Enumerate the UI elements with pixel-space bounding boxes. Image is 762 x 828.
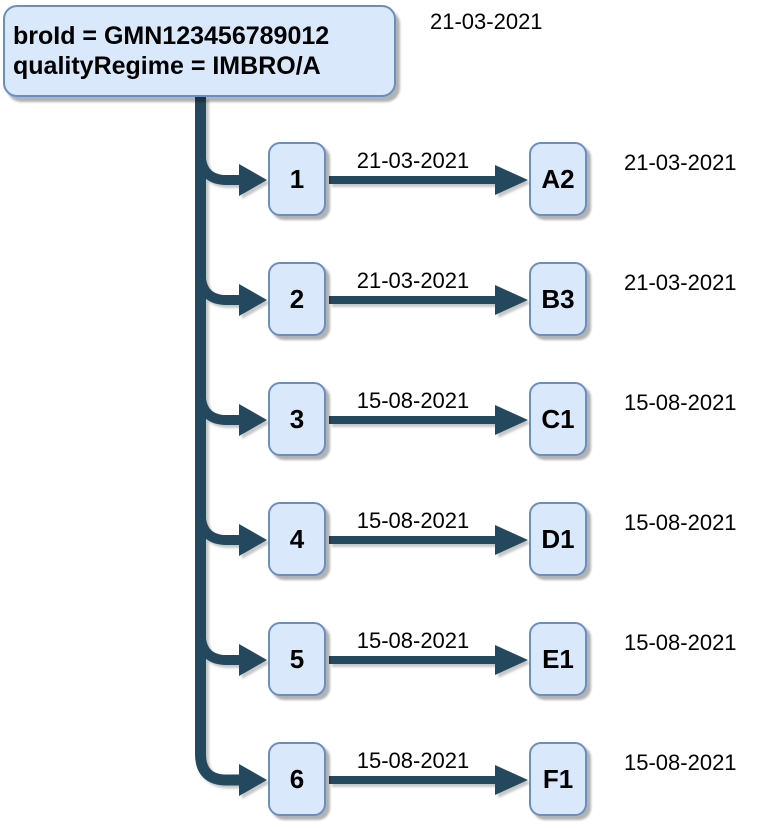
number-node: 2 bbox=[268, 262, 326, 336]
arrowhead-icon bbox=[239, 644, 267, 676]
branch-elbow bbox=[195, 151, 239, 185]
diagram-row-3: 3 15-08-2021 C1 15-08-2021 bbox=[0, 382, 762, 460]
arrowhead-icon bbox=[495, 525, 528, 555]
letter-node: E1 bbox=[529, 622, 587, 696]
arrowhead-icon bbox=[495, 645, 528, 675]
letter-node: D1 bbox=[529, 502, 587, 576]
letter-node: F1 bbox=[529, 742, 587, 816]
number-node: 1 bbox=[268, 142, 326, 216]
arrowhead-icon bbox=[495, 765, 528, 795]
root-date: 21-03-2021 bbox=[430, 9, 543, 34]
right-date: 21-03-2021 bbox=[624, 150, 737, 175]
right-date: 15-08-2021 bbox=[624, 630, 737, 655]
number-node: 5 bbox=[268, 622, 326, 696]
diagram-row-1: 1 21-03-2021 A2 21-03-2021 bbox=[0, 142, 762, 220]
arrowhead-icon bbox=[239, 164, 267, 196]
diagram-row-2: 2 21-03-2021 B3 21-03-2021 bbox=[0, 262, 762, 340]
edge-date: 15-08-2021 bbox=[356, 748, 470, 773]
edge-date: 15-08-2021 bbox=[356, 628, 470, 653]
root-node: broId = GMN123456789012 qualityRegime = … bbox=[3, 5, 396, 97]
arrowhead-icon bbox=[239, 284, 267, 316]
diagram-row-4: 4 15-08-2021 D1 15-08-2021 bbox=[0, 502, 762, 580]
root-node-quality-regime: qualityRegime = IMBRO/A bbox=[13, 52, 321, 80]
diagram-row-5: 5 15-08-2021 E1 15-08-2021 bbox=[0, 622, 762, 700]
edge-date: 15-08-2021 bbox=[356, 508, 470, 533]
arrowhead-icon bbox=[495, 285, 528, 315]
arrowhead-icon bbox=[495, 165, 528, 195]
arrowhead-icon bbox=[239, 404, 267, 436]
right-date: 15-08-2021 bbox=[624, 750, 737, 775]
number-node: 4 bbox=[268, 502, 326, 576]
arrowhead-icon bbox=[239, 524, 267, 556]
edge-date: 21-03-2021 bbox=[356, 268, 470, 293]
letter-node: C1 bbox=[529, 382, 587, 456]
trunk-line bbox=[195, 97, 239, 786]
arrowhead-icon bbox=[495, 405, 528, 435]
arrowhead-icon bbox=[239, 764, 267, 796]
letter-node: B3 bbox=[529, 262, 587, 336]
letter-node: A2 bbox=[529, 142, 587, 216]
edge-date: 21-03-2021 bbox=[356, 148, 470, 173]
right-date: 15-08-2021 bbox=[624, 390, 737, 415]
branch-elbow bbox=[195, 511, 239, 545]
branch-elbow bbox=[195, 391, 239, 425]
edge-date: 15-08-2021 bbox=[356, 388, 470, 413]
number-node: 3 bbox=[268, 382, 326, 456]
root-node-broid: broId = GMN123456789012 bbox=[13, 22, 330, 50]
right-date: 15-08-2021 bbox=[624, 510, 737, 535]
right-date: 21-03-2021 bbox=[624, 270, 737, 295]
diagram-row-6: 6 15-08-2021 F1 15-08-2021 bbox=[0, 742, 762, 820]
branch-elbow bbox=[195, 631, 239, 665]
branch-elbow bbox=[195, 271, 239, 305]
number-node: 6 bbox=[268, 742, 326, 816]
